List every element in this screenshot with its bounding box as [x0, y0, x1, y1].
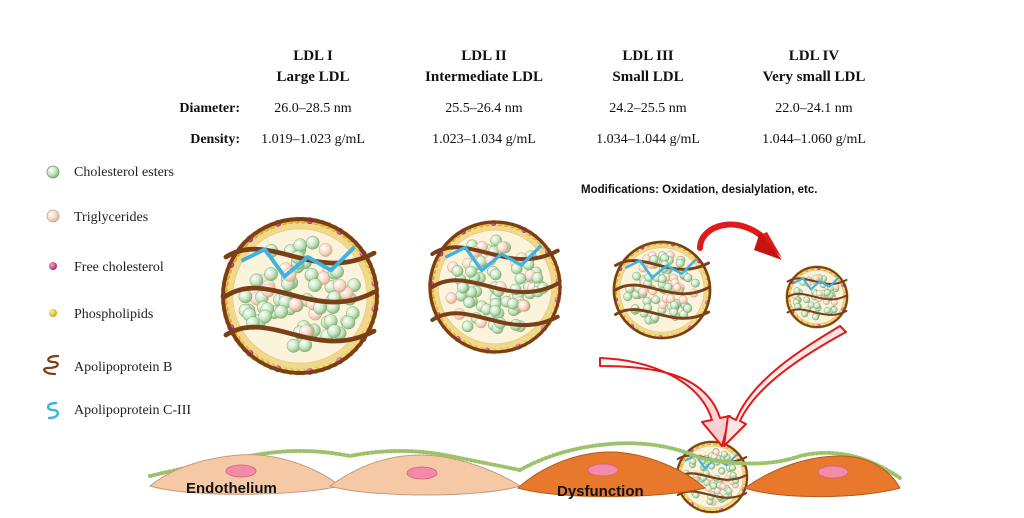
legend-label-cholesterol-esters: Cholesterol esters [74, 165, 174, 180]
column-ldl-iv-subtitle: Very small LDL [763, 69, 866, 85]
blue-wave-icon [46, 401, 59, 420]
diameter-ldl-ii: 25.5–26.4 nm [445, 101, 523, 116]
column-ldl-i-subtitle: Large LDL [277, 69, 350, 85]
column-ldl-ii-name: LDL II [461, 48, 507, 64]
cell-nucleus [225, 464, 257, 478]
yellow-dot-icon [49, 309, 57, 317]
ldl-i-particle [220, 216, 380, 376]
ldl-iii-particle [612, 240, 712, 340]
diameter-ldl-i: 26.0–28.5 nm [274, 101, 352, 116]
column-ldl-i-name: LDL I [293, 48, 333, 64]
column-ldl-ii-subtitle: Intermediate LDL [425, 69, 543, 85]
legend-label-free-cholesterol: Free cholesterol [74, 260, 164, 275]
column-headers: LDL I Large LDL LDL II Intermediate LDL … [277, 48, 866, 85]
brown-coil-icon [43, 354, 60, 376]
endothelium-layer: Endothelium Dysfunction [148, 441, 902, 500]
ldl-particles [220, 216, 849, 514]
dysfunction-label: Dysfunction [557, 483, 644, 500]
cell-nucleus [587, 463, 619, 477]
ldl-ii-particle [428, 220, 562, 354]
diameter-ldl-iv: 22.0–24.1 nm [775, 101, 853, 116]
peach-sphere-icon [46, 209, 60, 223]
cell-nucleus [817, 465, 849, 479]
legend-label-apolipoprotein-c-iii: Apolipoprotein C-III [74, 403, 191, 418]
arrow-from-ldl-iv [723, 325, 847, 447]
column-ldl-iv-name: LDL IV [789, 48, 840, 64]
magenta-dot-icon [49, 262, 57, 270]
legend-label-apolipoprotein-b: Apolipoprotein B [74, 360, 172, 375]
density-ldl-i: 1.019–1.023 g/mL [261, 132, 365, 147]
column-ldl-iii-name: LDL III [622, 48, 673, 64]
legend: Cholesterol esters Triglycerides Free ch… [43, 165, 191, 420]
cell-nucleus [406, 466, 438, 480]
density-row-label: Density: [190, 132, 240, 147]
property-table: Diameter: Density: 26.0–28.5 nm 25.5–26.… [179, 101, 866, 147]
arrow-from-ldl-iii [599, 357, 731, 447]
modification-arrow [697, 221, 782, 260]
glycocalyx-fringe-right [518, 441, 902, 480]
ldl-iv-particle [785, 265, 849, 329]
density-ldl-iii: 1.034–1.044 g/mL [596, 132, 700, 147]
modifications-title: Modifications: Oxidation, desialylation,… [581, 184, 817, 196]
infiltration-arrows [599, 325, 847, 447]
density-ldl-iv: 1.044–1.060 g/mL [762, 132, 866, 147]
legend-label-triglycerides: Triglycerides [74, 210, 148, 225]
endothelium-label: Endothelium [186, 480, 277, 497]
diameter-row-label: Diameter: [179, 101, 240, 116]
density-ldl-ii: 1.023–1.034 g/mL [432, 132, 536, 147]
column-ldl-iii-subtitle: Small LDL [612, 69, 683, 85]
diameter-ldl-iii: 24.2–25.5 nm [609, 101, 687, 116]
legend-label-phospholipids: Phospholipids [74, 307, 153, 322]
green-sphere-icon [46, 165, 60, 179]
